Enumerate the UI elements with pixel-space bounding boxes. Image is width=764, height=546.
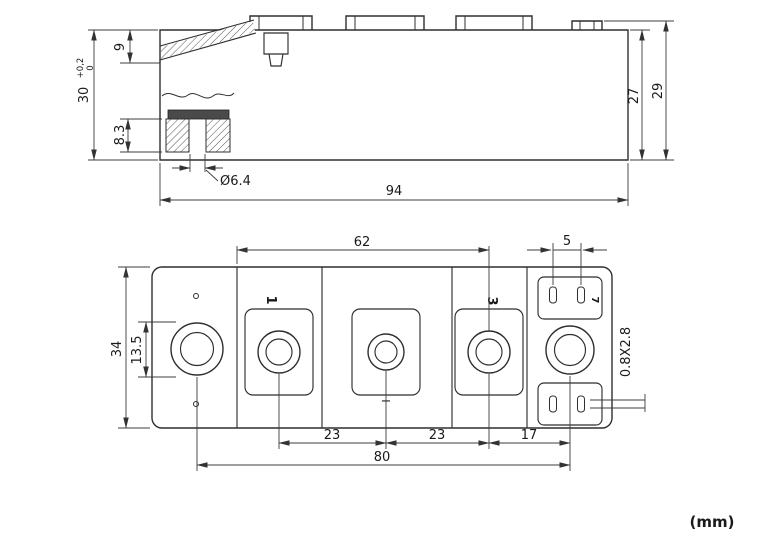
- side-view: 9 30 +0,2 0 8.3 Ø6.4 94 27 29: [76, 15, 674, 206]
- dim-5-label: 5: [563, 234, 571, 249]
- module-body-profile: [159, 29, 629, 161]
- plan-view-dimensions: 62 5 34 13.5 0.8X2.8 23 23 17 80: [110, 234, 646, 471]
- break-line: [161, 92, 235, 99]
- dim-23-right-label: 23: [429, 428, 446, 443]
- section-divider-lines: [236, 267, 528, 428]
- side-view-dimensions: 9 30 +0,2 0 8.3 Ø6.4 94 27 29: [76, 20, 674, 206]
- terminal-3-hole-inner: [475, 338, 503, 366]
- terminal-3-hole-outer: [467, 330, 511, 374]
- left-mounting-hole-outer: [170, 322, 224, 376]
- mounting-hole-section: [161, 92, 235, 153]
- gate-slot-top-left: [549, 286, 557, 304]
- dim-94-label: 94: [386, 184, 403, 199]
- clamp-bar: [167, 109, 230, 120]
- gate-slot-bottom-left: [549, 395, 557, 413]
- left-extension-lines: [88, 29, 162, 161]
- dim-30-tolerance-lower: 0: [86, 65, 96, 70]
- pad-3-number: 3: [484, 296, 499, 305]
- terminal-housing-bump-right: [571, 20, 603, 30]
- center-extension-lines: [196, 371, 571, 471]
- dim-30-label: 30: [77, 87, 92, 104]
- hole-extension-lines: [189, 154, 219, 182]
- slot-dim-leaders: [590, 394, 646, 412]
- left-mounting-hole-inner: [179, 331, 215, 367]
- lug-edges: [159, 19, 257, 61]
- terminal-housing-bump-2: [345, 15, 425, 30]
- dim-34-label: 34: [110, 341, 125, 358]
- dim-9-label: 9: [113, 43, 128, 51]
- dim-13-5-label: 13.5: [130, 336, 145, 365]
- dim-62-extensions: [236, 246, 490, 332]
- index-pin-bottom: [193, 401, 199, 407]
- unit-label: (mm): [690, 513, 735, 531]
- gate-slot-bottom-right: [577, 395, 585, 413]
- index-pin-top: [193, 293, 199, 299]
- gate-slot-top-right: [577, 286, 585, 304]
- plan-view: 1 3 7 − 62 5 34 13.5 0.8X2.8 23: [110, 234, 646, 471]
- dim-62-label: 62: [354, 235, 371, 250]
- terminal-1-hole-inner: [265, 338, 293, 366]
- module-body-plan: [151, 266, 613, 429]
- dim-17-label: 17: [521, 428, 538, 443]
- dim-80-label: 80: [374, 450, 391, 465]
- section-hatch-left: [165, 118, 190, 153]
- bent-terminal-lug: [159, 19, 289, 67]
- dim-5-extensions: [552, 243, 582, 285]
- right-mounting-hole-inner: [553, 333, 587, 367]
- gate-terminal-block-top: [537, 276, 603, 320]
- terminal-housing-bump-3: [455, 15, 533, 30]
- slot-size-label: 0.8X2.8: [619, 327, 634, 377]
- terminal-1-hole-outer: [257, 330, 301, 374]
- terminal-7-number: 7: [589, 297, 600, 304]
- section-hatch-right: [205, 118, 231, 153]
- center-terminal-hole-outer: [367, 333, 405, 371]
- dim-27-label: 27: [627, 88, 642, 105]
- dim-30-tolerance-upper: +0,2: [76, 58, 86, 79]
- right-mounting-hole-outer: [545, 325, 595, 375]
- lug-section-hatch: [161, 21, 255, 59]
- terminal-slot-lines: [258, 16, 595, 30]
- terminal-screw: [263, 32, 289, 67]
- center-terminal-hole-inner: [374, 340, 398, 364]
- dim-23-left-label: 23: [324, 428, 341, 443]
- dim-8-3-label: 8.3: [113, 125, 128, 146]
- pad-1-number: 1: [263, 295, 278, 304]
- hole-diameter-label: Ø6.4: [220, 174, 251, 189]
- dim-29-label: 29: [651, 83, 666, 100]
